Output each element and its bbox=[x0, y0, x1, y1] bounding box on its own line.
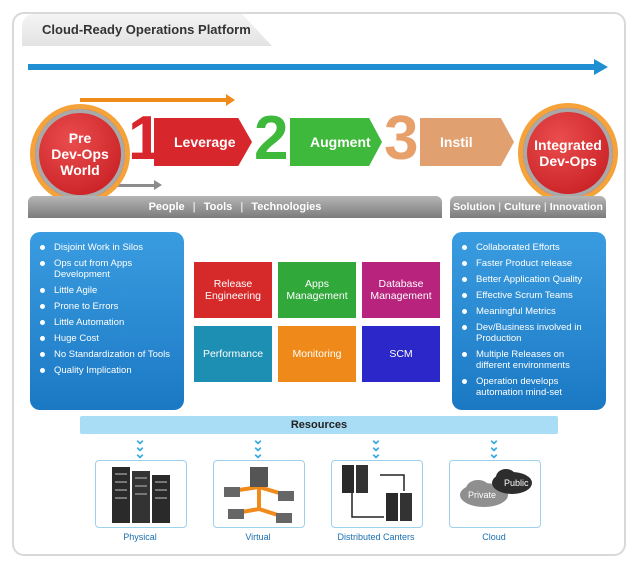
issue-item: Prone to Errors bbox=[40, 301, 178, 312]
resource-label-cloud: Cloud bbox=[482, 532, 506, 542]
pre-devops-line3: World bbox=[60, 162, 100, 178]
benefit-item: Meaningful Metrics bbox=[462, 306, 600, 317]
bar-separator: | bbox=[240, 201, 244, 213]
orange-arrow-line bbox=[80, 98, 230, 102]
pre-devops-line2: Dev-Ops bbox=[51, 146, 109, 162]
box-label: Database Management bbox=[370, 278, 432, 302]
issue-item: No Standardization of Tools bbox=[40, 349, 178, 360]
resource-label-physical: Physical bbox=[123, 532, 157, 542]
issue-item: Quality Implication bbox=[40, 365, 178, 376]
chevron-down-icon: ⌄⌄⌄ bbox=[252, 431, 264, 461]
pre-devops-circle: Pre Dev-Ops World bbox=[30, 104, 130, 204]
solution-culture-bar: Solution | Culture | Innovation bbox=[450, 196, 606, 218]
bar-separator: | bbox=[543, 201, 547, 213]
cloud-icon: Private Public bbox=[460, 469, 532, 507]
bar-item-innovation: Innovation bbox=[549, 201, 603, 213]
box-label: Monitoring bbox=[292, 348, 342, 360]
issue-item: Huge Cost bbox=[40, 333, 178, 344]
pre-devops-issues-panel: Disjoint Work in Silos Ops cut from Apps… bbox=[30, 232, 184, 410]
benefit-item: Collaborated Efforts bbox=[462, 242, 600, 253]
integrated-line2: Dev-Ops bbox=[539, 153, 597, 169]
benefit-item: Better Application Quality bbox=[462, 274, 600, 285]
box-label: Release Engineering bbox=[204, 278, 262, 302]
box-monitoring: Monitoring bbox=[278, 326, 356, 382]
box-label: Apps Management bbox=[286, 278, 348, 302]
integrated-devops-circle: Integrated Dev-Ops bbox=[518, 103, 618, 203]
issue-item: Disjoint Work in Silos bbox=[40, 242, 178, 253]
server-rack-icon bbox=[112, 467, 170, 523]
title-tab: Cloud-Ready Operations Platform bbox=[22, 14, 272, 46]
pre-devops-line1: Pre bbox=[68, 130, 92, 146]
timeline-arrow-line bbox=[28, 64, 598, 70]
virtual-network-icon bbox=[224, 467, 294, 523]
virtual-resource-card bbox=[213, 460, 305, 528]
timeline-arrow-head bbox=[594, 59, 608, 75]
physical-resource-card bbox=[95, 460, 187, 528]
step-2-label: Augment bbox=[310, 134, 371, 150]
benefit-item: Operation develops automation mind-set bbox=[462, 376, 600, 398]
cloud-public-label: Public bbox=[504, 478, 529, 488]
distributed-resource-card bbox=[331, 460, 423, 528]
resources-bar: Resources bbox=[80, 416, 558, 434]
step-2-number: 2 bbox=[254, 104, 289, 173]
integrated-line1: Integrated bbox=[534, 137, 602, 153]
benefit-item: Effective Scrum Teams bbox=[462, 290, 600, 301]
issue-item: Ops cut from Apps Development bbox=[40, 258, 178, 280]
cloud-private-label: Private bbox=[468, 490, 496, 500]
cloud-resource-card: Private Public bbox=[449, 460, 541, 528]
bar-item-tools: Tools bbox=[203, 201, 233, 213]
bar-separator: | bbox=[192, 201, 196, 213]
box-performance: Performance bbox=[194, 326, 272, 382]
step-3-label: Instil bbox=[440, 134, 473, 150]
bar-item-solution: Solution bbox=[453, 201, 496, 213]
resource-label-distributed: Distributed Canters bbox=[337, 532, 415, 542]
bar-item-people: People bbox=[148, 201, 185, 213]
step-3-arrow: Instil bbox=[420, 118, 514, 166]
distributed-servers-icon bbox=[342, 465, 412, 521]
people-tools-bar: People | Tools | Technologies bbox=[28, 196, 442, 218]
grey-arrow-head bbox=[154, 180, 162, 190]
bar-item-technologies: Technologies bbox=[251, 201, 322, 213]
issue-item: Little Agile bbox=[40, 285, 178, 296]
box-release-engineering: Release Engineering bbox=[194, 262, 272, 318]
issue-item: Little Automation bbox=[40, 317, 178, 328]
box-apps-management: Apps Management bbox=[278, 262, 356, 318]
chevron-down-icon: ⌄⌄⌄ bbox=[488, 431, 500, 461]
step-3-number: 3 bbox=[384, 104, 419, 173]
benefit-item: Multiple Releases on different environme… bbox=[462, 349, 600, 371]
chevron-down-icon: ⌄⌄⌄ bbox=[370, 431, 382, 461]
box-scm: SCM bbox=[362, 326, 440, 382]
orange-arrow-head bbox=[226, 94, 235, 106]
benefit-item: Dev/Business involved in Production bbox=[462, 322, 600, 344]
chevron-down-icon: ⌄⌄⌄ bbox=[134, 431, 146, 461]
benefit-item: Faster Product release bbox=[462, 258, 600, 269]
step-1-arrow: Leverage bbox=[154, 118, 252, 166]
box-label: SCM bbox=[389, 348, 413, 360]
resource-label-virtual: Virtual bbox=[245, 532, 271, 542]
box-database-management: Database Management bbox=[362, 262, 440, 318]
bar-separator: | bbox=[498, 201, 502, 213]
bar-item-culture: Culture bbox=[504, 201, 541, 213]
box-label: Performance bbox=[202, 348, 264, 360]
step-2-arrow: Augment bbox=[290, 118, 382, 166]
step-1-label: Leverage bbox=[174, 134, 236, 150]
page-title: Cloud-Ready Operations Platform bbox=[42, 22, 251, 37]
devops-benefits-panel: Collaborated Efforts Faster Product rele… bbox=[452, 232, 606, 410]
